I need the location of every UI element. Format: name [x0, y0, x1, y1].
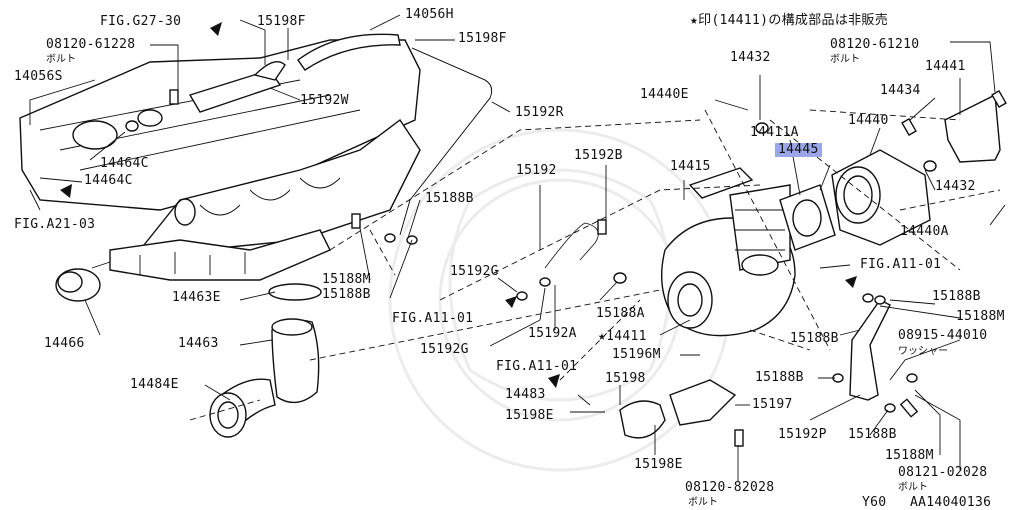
- header-note: ★印(14411)の構成部品は非販売: [690, 13, 889, 28]
- label-14464c-a[interactable]: 14464C: [100, 156, 149, 171]
- label-15188b-a[interactable]: 15188B: [425, 191, 474, 206]
- label-14441[interactable]: 14441: [925, 59, 966, 74]
- label-fig-a21-03[interactable]: FIG.A21-03: [14, 217, 96, 232]
- label-14484e[interactable]: 14484E: [130, 377, 179, 392]
- label-fig-g27-30[interactable]: FIG.G27-30: [100, 14, 182, 29]
- hose-14484e: [209, 378, 276, 438]
- label-fig-a11-01-a[interactable]: FIG.A11-01: [860, 257, 942, 272]
- arrow-fig-icon: [60, 22, 857, 388]
- label-14463e[interactable]: 14463E: [172, 290, 221, 305]
- gasket-14445: [779, 184, 836, 251]
- label-15188m-c[interactable]: 15188M: [885, 448, 934, 463]
- washers: [125, 120, 937, 413]
- label-bolt-d: ボルト: [898, 482, 928, 493]
- label-15192g-a[interactable]: 15192G: [450, 264, 499, 279]
- label-15188b-f[interactable]: 15188B: [848, 427, 897, 442]
- leader-lines: [29, 14, 1006, 482]
- outlet-14440: [831, 149, 931, 246]
- label-14440a[interactable]: 14440A: [900, 224, 949, 239]
- label-08120-61210[interactable]: 08120-61210: [830, 37, 920, 52]
- label-14056s[interactable]: 14056S: [14, 69, 63, 84]
- label-14432-a[interactable]: 14432: [730, 50, 771, 65]
- label-08120-61228[interactable]: 08120-61228: [46, 37, 136, 52]
- footer-y60: Y60: [862, 495, 887, 510]
- label-14432-b[interactable]: 14432: [935, 179, 976, 194]
- label-14440e[interactable]: 14440E: [640, 87, 689, 102]
- footer-code: AA14040136: [910, 495, 992, 510]
- label-15197[interactable]: 15197: [752, 397, 793, 412]
- label-08915-44010[interactable]: 08915-44010: [898, 328, 988, 343]
- heat-shield-14441: [944, 93, 1001, 163]
- label-15192a[interactable]: 15192A: [528, 326, 577, 341]
- label-washer: ワッシャー: [898, 346, 948, 357]
- label-08120-82028[interactable]: 08120-82028: [685, 480, 775, 495]
- label-14464c-b[interactable]: 14464C: [84, 173, 133, 188]
- valve-cover-assembly: [19, 39, 421, 281]
- bracket-15192p: [849, 299, 891, 401]
- label-bolt-c: ボルト: [688, 497, 718, 508]
- label-14440[interactable]: 14440: [848, 113, 889, 128]
- label-14466[interactable]: 14466: [44, 336, 85, 351]
- label-15192r[interactable]: 15192R: [515, 105, 564, 120]
- hose-14056h: [297, 33, 401, 71]
- pipe-15197: [669, 379, 737, 426]
- label-14483[interactable]: 14483: [505, 387, 546, 402]
- label-14411[interactable]: ★14411: [598, 329, 647, 344]
- label-14415[interactable]: 14415: [670, 159, 711, 174]
- bolts: [169, 89, 1007, 447]
- label-15188a[interactable]: 15188A: [596, 306, 645, 321]
- label-15192w[interactable]: 15192W: [300, 93, 349, 108]
- label-15192b[interactable]: 15192B: [574, 148, 623, 163]
- label-15198e-b[interactable]: 15198E: [634, 457, 683, 472]
- clamp-14463e: [268, 283, 322, 301]
- label-14445[interactable]: 14445: [775, 143, 822, 157]
- label-15188b-e[interactable]: 15188B: [755, 370, 804, 385]
- label-15196m[interactable]: 15196M: [612, 347, 661, 362]
- label-bolt-a: ボルト: [46, 54, 76, 65]
- label-15198e-a[interactable]: 15198E: [505, 408, 554, 423]
- label-15188m-b[interactable]: 15188M: [956, 309, 1005, 324]
- part-14466: [55, 261, 111, 302]
- label-15188m-a[interactable]: 15188M: [322, 272, 371, 287]
- hose-15198: [619, 400, 666, 439]
- label-15192[interactable]: 15192: [516, 163, 557, 178]
- label-14056h[interactable]: 14056H: [405, 7, 454, 22]
- label-15198[interactable]: 15198: [605, 371, 646, 386]
- label-08121-02028[interactable]: 08121-02028: [898, 465, 988, 480]
- label-14434[interactable]: 14434: [880, 83, 921, 98]
- label-fig-a11-01-b[interactable]: FIG.A11-01: [392, 311, 474, 326]
- label-14411a[interactable]: 14411A: [750, 125, 799, 140]
- label-bolt-b: ボルト: [830, 54, 860, 65]
- label-15188b-c[interactable]: 15188B: [932, 289, 981, 304]
- label-15188b-d[interactable]: 15188B: [790, 331, 839, 346]
- label-15198f-a[interactable]: 15198F: [257, 14, 306, 29]
- label-15198f-b[interactable]: 15198F: [458, 31, 507, 46]
- gasket-14415: [688, 167, 754, 199]
- pipe-15192: [544, 222, 599, 269]
- label-14463[interactable]: 14463: [178, 336, 219, 351]
- label-15192p[interactable]: 15192P: [778, 427, 827, 442]
- label-15188b-b[interactable]: 15188B: [322, 287, 371, 302]
- turbocharger-14411: [660, 184, 796, 337]
- label-15192g-b[interactable]: 15192G: [420, 342, 469, 357]
- label-fig-a11-01-c[interactable]: FIG.A11-01: [496, 359, 578, 374]
